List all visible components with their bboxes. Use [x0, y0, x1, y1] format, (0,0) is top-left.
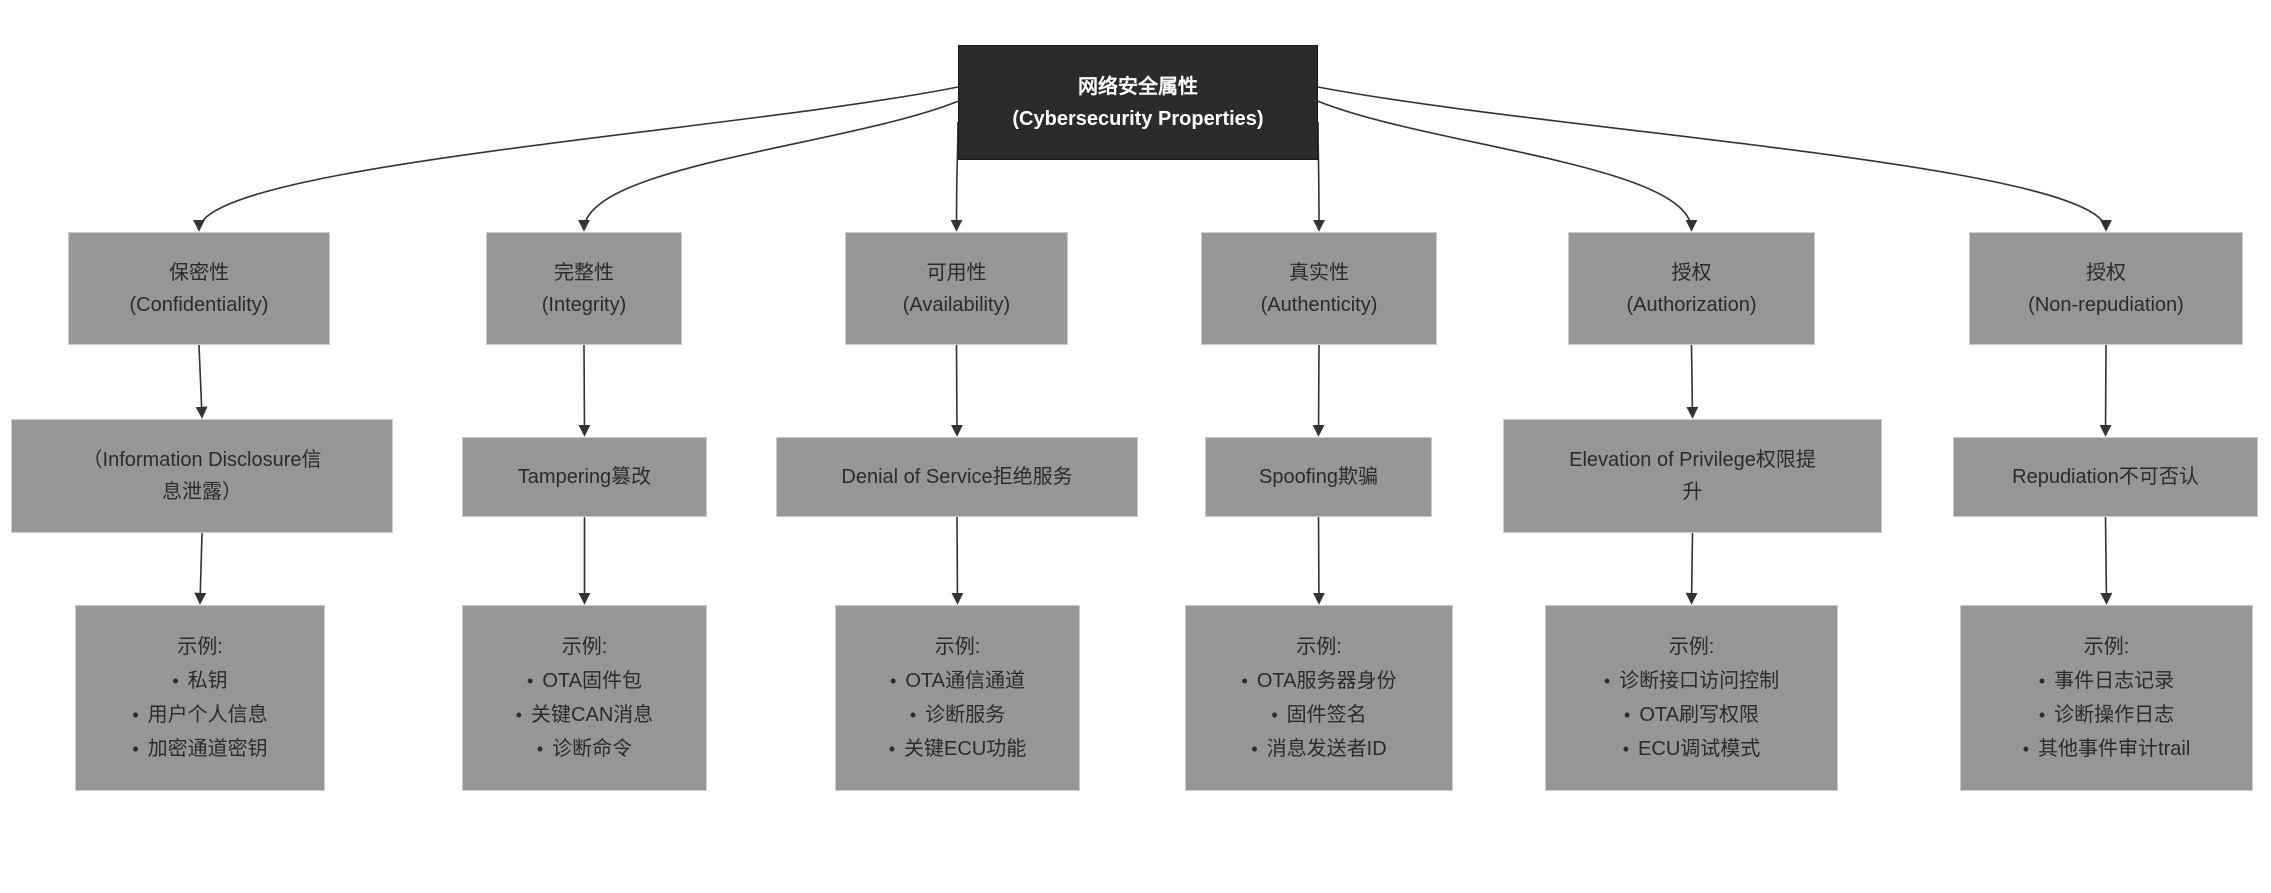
bullet-icon: •: [1251, 739, 1258, 759]
examples-heading: 示例:: [2083, 636, 2130, 658]
example-item: • 诊断接口访问控制: [1546, 664, 1837, 698]
bullet-icon: •: [515, 705, 523, 725]
bullet-icon: •: [132, 739, 139, 759]
example-text: ECU调试模式: [1638, 738, 1761, 760]
examples-heading: 示例:: [934, 636, 981, 658]
example-item: • 诊断服务: [836, 698, 1079, 732]
example-item: • 加密通道密钥: [76, 732, 324, 766]
node-threat-spoofing: Spoofing欺骗: [1205, 437, 1432, 517]
example-text: OTA服务器身份: [1256, 670, 1397, 692]
example-item: • 诊断操作日志: [1961, 698, 2252, 732]
bullet-icon: •: [1624, 705, 1631, 725]
node-property-non-repudiation: 授权 (Non-repudiation): [1969, 232, 2243, 345]
threat-label: （Information Disclosure信息泄露）: [82, 449, 322, 503]
example-text: 诊断命令: [552, 738, 633, 760]
example-item: • OTA固件包: [463, 664, 706, 698]
threat-label: Tampering篡改: [517, 466, 652, 488]
example-text: 事件日志记录: [2054, 670, 2175, 692]
example-text: 用户个人信息: [147, 704, 268, 726]
node-threat-denial-of-service: Denial of Service拒绝服务: [776, 437, 1138, 517]
example-item: • 关键CAN消息: [463, 698, 706, 732]
example-text: 消息发送者ID: [1266, 738, 1387, 760]
bullet-icon: •: [1241, 671, 1248, 691]
bullet-icon: •: [890, 671, 897, 691]
property-label-zh: 授权: [2086, 261, 2126, 284]
threat-label: Elevation of Privilege权限提升: [1569, 449, 1816, 503]
example-text: 私钥: [187, 670, 228, 692]
example-item: • OTA服务器身份: [1186, 664, 1452, 698]
node-property-confidentiality: 保密性 (Confidentiality): [68, 232, 330, 345]
node-property-authenticity: 真实性 (Authenticity): [1201, 232, 1437, 345]
example-item: • 消息发送者ID: [1186, 732, 1452, 766]
property-label-zh: 完整性: [554, 261, 614, 284]
node-property-authorization: 授权 (Authorization): [1568, 232, 1815, 345]
node-examples-availability: 示例: • OTA通信通道 • 诊断服务 • 关键ECU功能: [835, 605, 1080, 791]
example-text: 诊断服务: [925, 704, 1006, 726]
node-examples-non-repudiation: 示例: • 事件日志记录 • 诊断操作日志 • 其他事件审计trail: [1960, 605, 2253, 791]
property-label-zh: 保密性: [169, 261, 229, 284]
example-item: • 关键ECU功能: [836, 732, 1079, 766]
example-text: 加密通道密钥: [147, 738, 268, 760]
examples-heading: 示例:: [1296, 636, 1342, 658]
bullet-icon: •: [1271, 705, 1278, 725]
bullet-icon: •: [132, 705, 139, 725]
example-item: • 诊断命令: [463, 732, 706, 766]
property-label-en: (Confidentiality): [129, 293, 269, 316]
examples-heading: 示例:: [177, 636, 223, 658]
bullet-icon: •: [2038, 705, 2046, 725]
bullet-icon: •: [536, 739, 544, 759]
property-label-zh: 真实性: [1289, 261, 1349, 284]
node-threat-information-disclosure: （Information Disclosure信息泄露）: [11, 419, 393, 533]
node-property-integrity: 完整性 (Integrity): [486, 232, 682, 345]
bullet-icon: •: [1622, 739, 1630, 759]
node-property-availability: 可用性 (Availability): [845, 232, 1068, 345]
examples-heading: 示例:: [1668, 636, 1715, 658]
example-text: 其他事件审计trail: [2038, 738, 2191, 760]
root-title-en: (Cybersecurity Properties): [1012, 107, 1264, 130]
bullet-icon: •: [527, 671, 534, 691]
property-label-zh: 可用性: [926, 261, 987, 284]
example-text: 关键ECU功能: [904, 738, 1027, 760]
bullet-icon: •: [888, 739, 896, 759]
example-item: • 私钥: [76, 664, 324, 698]
root-title-zh: 网络安全属性: [1078, 75, 1198, 98]
node-examples-authorization: 示例: • 诊断接口访问控制 • OTA刷写权限 • ECU调试模式: [1545, 605, 1838, 791]
bullet-icon: •: [2038, 671, 2046, 691]
bullet-icon: •: [172, 671, 179, 691]
node-threat-tampering: Tampering篡改: [462, 437, 707, 517]
example-item: • 用户个人信息: [76, 698, 324, 732]
example-text: OTA刷写权限: [1639, 704, 1759, 726]
node-threat-elevation-of-privilege: Elevation of Privilege权限提升: [1503, 419, 1882, 533]
example-item: • 固件签名: [1186, 698, 1452, 732]
example-item: • 事件日志记录: [1961, 664, 2252, 698]
node-examples-authenticity: 示例: • OTA服务器身份 • 固件签名 • 消息发送者ID: [1185, 605, 1453, 791]
bullet-icon: •: [909, 705, 917, 725]
example-item: • 其他事件审计trail: [1961, 732, 2252, 766]
bullet-icon: •: [1603, 671, 1611, 691]
property-label-en: (Authenticity): [1260, 293, 1378, 316]
node-examples-confidentiality: 示例: • 私钥 • 用户个人信息 • 加密通道密钥: [75, 605, 325, 791]
example-text: 关键CAN消息: [531, 704, 654, 726]
example-text: 诊断接口访问控制: [1619, 670, 1780, 692]
property-label-en: (Integrity): [541, 293, 627, 316]
bullet-icon: •: [2022, 739, 2030, 759]
node-threat-repudiation: Repudiation不可否认: [1953, 437, 2258, 517]
property-label-en: (Authorization): [1626, 293, 1757, 316]
example-text: 诊断操作日志: [2054, 704, 2175, 726]
example-text: 固件签名: [1286, 704, 1367, 726]
threat-label: Denial of Service拒绝服务: [841, 466, 1073, 488]
root-node-cybersecurity-properties: 网络安全属性 (Cybersecurity Properties): [958, 45, 1318, 160]
example-item: • ECU调试模式: [1546, 732, 1837, 766]
example-item: • OTA通信通道: [836, 664, 1079, 698]
property-label-en: (Non-repudiation): [2028, 293, 2184, 316]
example-text: OTA固件包: [542, 670, 642, 692]
examples-heading: 示例:: [561, 636, 608, 658]
example-item: • OTA刷写权限: [1546, 698, 1837, 732]
example-text: OTA通信通道: [905, 670, 1025, 692]
threat-label: Spoofing欺骗: [1259, 466, 1378, 488]
threat-label: Repudiation不可否认: [2012, 466, 2199, 488]
property-label-zh: 授权: [1671, 261, 1712, 284]
property-label-en: (Availability): [902, 293, 1011, 316]
node-examples-integrity: 示例: • OTA固件包 • 关键CAN消息 • 诊断命令: [462, 605, 707, 791]
